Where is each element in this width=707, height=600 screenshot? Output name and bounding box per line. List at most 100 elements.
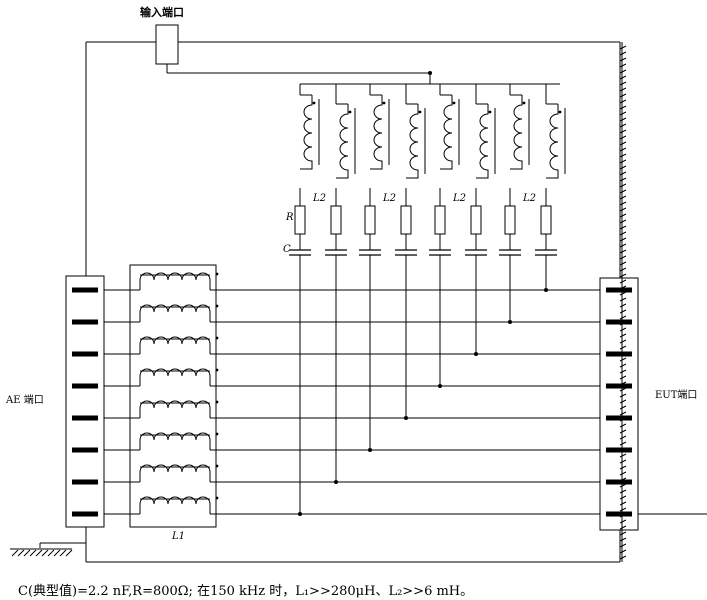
hatch-stroke	[619, 87, 627, 92]
hatch-stroke	[619, 267, 627, 272]
hatch-stroke	[619, 183, 627, 188]
l2-dot-b-2	[418, 110, 422, 114]
hatch-stroke	[619, 537, 627, 542]
l1-dot-5	[215, 400, 219, 404]
junction-2-1	[404, 416, 408, 420]
l2-coil-b-1	[336, 104, 349, 179]
eut-pin-5	[606, 415, 632, 421]
l2-label-4: L2	[523, 193, 537, 204]
hatch-stroke	[619, 297, 627, 302]
l2-coil-b-4	[546, 104, 559, 179]
l1-coil-5	[139, 400, 211, 418]
hatch-stroke	[619, 435, 627, 440]
signal-lines	[104, 289, 600, 515]
hatch-stroke	[619, 75, 627, 80]
input-junction	[428, 71, 432, 75]
hatch-stroke	[619, 159, 627, 164]
eut-pin-4	[606, 383, 632, 389]
hatch-stroke	[619, 117, 627, 122]
hatch-stroke	[619, 333, 627, 338]
eut-pin-6	[606, 447, 632, 453]
hatch-stroke	[619, 507, 627, 512]
hatch-stroke	[619, 63, 627, 68]
hatch-stroke	[619, 165, 627, 170]
hatch-stroke	[619, 147, 627, 152]
ae-pin-4	[72, 383, 98, 389]
hatch-stroke	[619, 495, 627, 500]
hatch-stroke	[619, 237, 627, 242]
hatch-stroke	[619, 81, 627, 86]
ae-pin-2	[72, 319, 98, 325]
hatch-stroke	[619, 123, 627, 128]
hatch-stroke	[619, 195, 627, 200]
l2-dot-b-1	[348, 110, 352, 114]
junction-1-0	[298, 512, 302, 516]
eut-port-label: EUT端口	[655, 390, 698, 401]
resistor-4-0	[504, 205, 516, 235]
junction-1-1	[334, 480, 338, 484]
hatch-stroke	[619, 69, 627, 74]
l2-coil-b-3	[476, 104, 489, 179]
hatch-stroke	[619, 465, 627, 470]
l2-dot-a-3	[452, 101, 456, 105]
hatch-stroke	[619, 405, 627, 410]
l2-label-1: L2	[313, 193, 327, 204]
junction-dots	[298, 71, 562, 516]
l2-label-3: L2	[453, 193, 467, 204]
hatch-stroke	[619, 135, 627, 140]
l2-dot-a-4	[522, 101, 526, 105]
hatch-stroke	[619, 129, 627, 134]
ae-pin-8	[72, 511, 98, 517]
hatch-stroke	[619, 201, 627, 206]
hatch-stroke	[619, 171, 627, 176]
hatch-stroke	[619, 255, 627, 260]
l2-dot-b-3	[488, 110, 492, 114]
hatch-stroke	[619, 57, 627, 62]
hatch-stroke	[619, 489, 627, 494]
l2-coil-a-1	[300, 95, 313, 170]
ae-port-block	[65, 275, 105, 528]
l2-coil-a-3	[440, 95, 453, 170]
junction-4-0	[508, 320, 512, 324]
hatched-wall	[619, 42, 627, 562]
ae-pin-5	[72, 415, 98, 421]
hatch-stroke	[619, 213, 627, 218]
hatch-stroke	[619, 375, 627, 380]
hatch-stroke	[619, 105, 627, 110]
l1-dot-3	[215, 336, 219, 340]
hatch-stroke	[619, 357, 627, 362]
ground-hatch-stroke	[17, 549, 25, 557]
l1-coil-3	[139, 336, 211, 354]
ground-hatch-stroke	[11, 549, 19, 557]
hatch-stroke	[619, 219, 627, 224]
junction-2-0	[368, 448, 372, 452]
ground-hatch-stroke	[23, 549, 31, 557]
hatch-stroke	[619, 423, 627, 428]
ground-hatch-stroke	[47, 549, 55, 557]
hatch-stroke	[619, 339, 627, 344]
hatch-stroke	[619, 45, 627, 50]
l1-coil-2	[139, 304, 211, 322]
eut-pin-3	[606, 351, 632, 357]
hatch-stroke	[619, 543, 627, 548]
l1-coil-7	[139, 464, 211, 482]
hatch-stroke	[619, 519, 627, 524]
hatch-stroke	[619, 525, 627, 530]
l1-dot-6	[215, 432, 219, 436]
hatch-stroke	[619, 441, 627, 446]
l2-dot-a-1	[312, 101, 316, 105]
hatch-stroke	[619, 51, 627, 56]
hatch-stroke	[619, 471, 627, 476]
hatch-stroke	[619, 363, 627, 368]
ground-hatch-stroke	[65, 549, 73, 557]
r-label: R	[286, 212, 294, 223]
junction-4-1	[544, 288, 548, 292]
caption-text: C(典型值)=2.2 nF,R=800Ω; 在150 kHz 时，L₁>>280…	[18, 584, 474, 599]
ground-hatch-stroke	[59, 549, 67, 557]
l1-dot-2	[215, 304, 219, 308]
l2-coil-b-2	[406, 104, 419, 179]
hatch-stroke	[619, 243, 627, 248]
junction-3-0	[438, 384, 442, 388]
l1-label: L1	[172, 531, 186, 542]
